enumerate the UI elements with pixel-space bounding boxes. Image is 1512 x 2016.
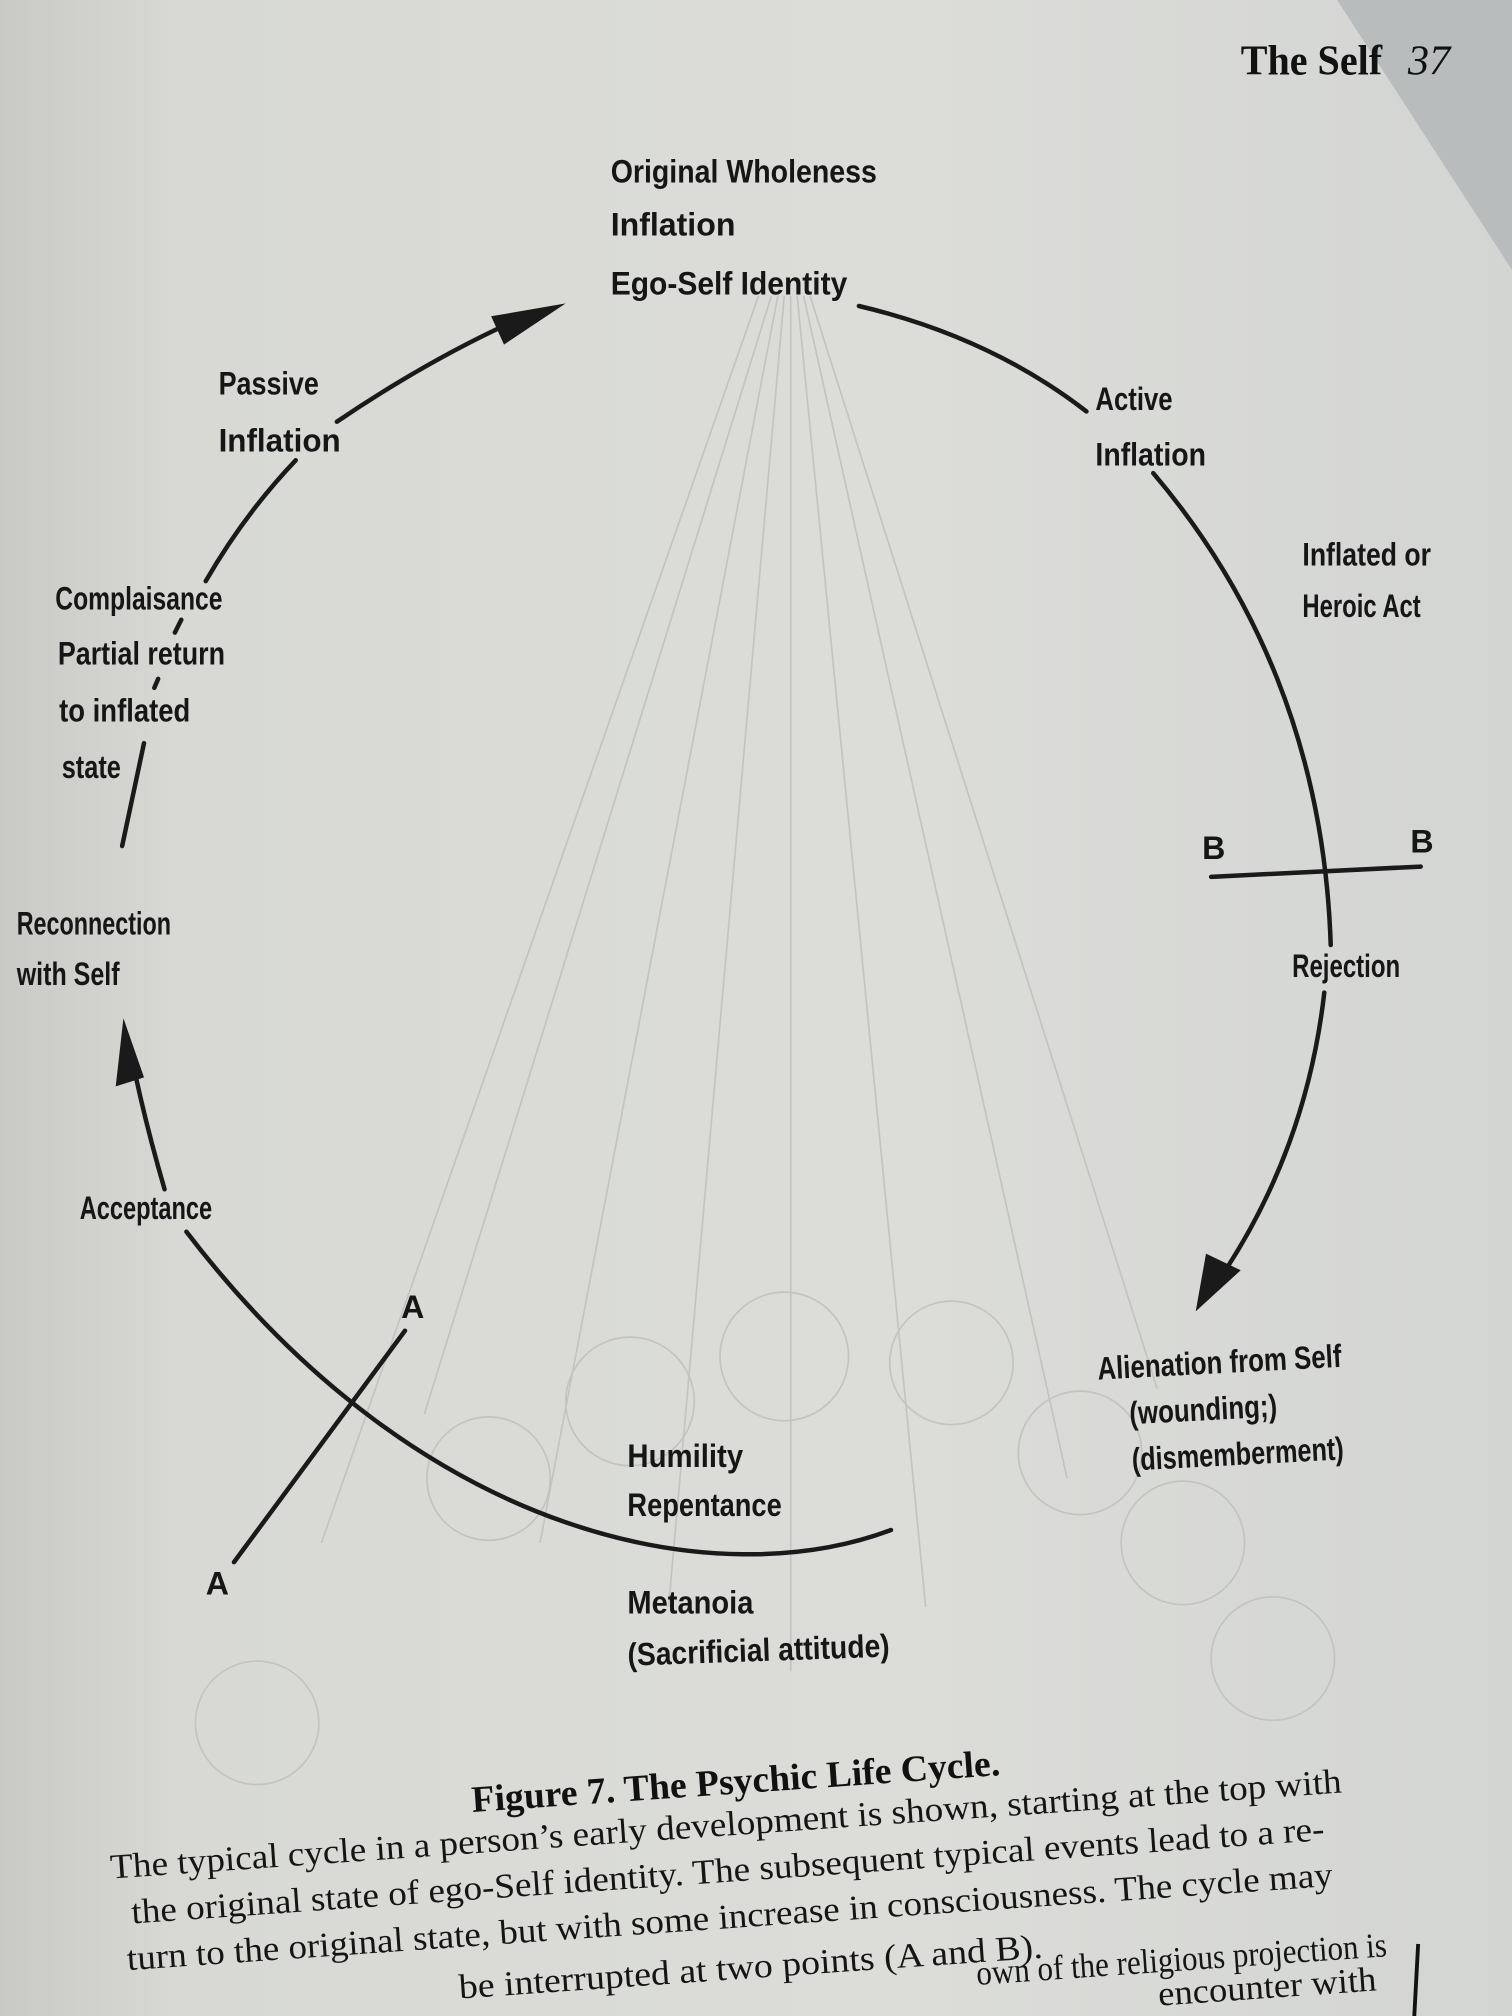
svg-text:Humility: Humility <box>627 1438 743 1474</box>
svg-text:with Self: with Self <box>16 956 120 992</box>
label-original-wholeness: Original Wholeness Inflation Ego-Self Id… <box>611 154 877 302</box>
running-head: The Self <box>1241 38 1383 85</box>
arrowhead-right-icon <box>491 303 566 345</box>
label-point-a-top: A <box>401 1289 424 1325</box>
svg-text:Complaisance: Complaisance <box>55 580 222 616</box>
label-complaisance: Complaisance Partial return to inflated … <box>55 580 225 784</box>
interruption-line-a <box>231 1328 408 1565</box>
svg-text:Inflation: Inflation <box>219 422 341 458</box>
label-acceptance: Acceptance <box>80 1190 212 1226</box>
label-reconnection: Reconnection with Self <box>16 906 171 992</box>
svg-text:Inflated or: Inflated or <box>1302 537 1431 573</box>
label-passive-inflation: Passive Inflation <box>219 366 341 459</box>
arrowhead-up-icon <box>115 1018 144 1087</box>
svg-text:state: state <box>62 749 121 785</box>
label-point-b-left: B <box>1202 830 1225 866</box>
arrowhead-down-icon <box>1195 1253 1241 1312</box>
margin-rule <box>1412 1943 1421 2016</box>
svg-text:Partial return: Partial return <box>58 636 225 672</box>
label-metanoia: Metanoia (Sacrificial attitude) <box>627 1585 890 1673</box>
svg-text:Repentance: Repentance <box>627 1487 781 1523</box>
label-heroic-act: Inflated or Heroic Act <box>1302 537 1431 624</box>
svg-text:Inflation: Inflation <box>611 206 736 242</box>
label-humility: Humility Repentance <box>627 1438 781 1523</box>
label-active-inflation: Active Inflation <box>1095 381 1206 472</box>
svg-text:Ego-Self Identity: Ego-Self Identity <box>611 265 848 301</box>
cycle-arcs <box>115 303 1423 1565</box>
page-number: 37 <box>1407 38 1452 85</box>
svg-text:Original Wholeness: Original Wholeness <box>611 154 877 190</box>
svg-text:Metanoia: Metanoia <box>627 1585 754 1621</box>
svg-text:Heroic Act: Heroic Act <box>1302 588 1421 624</box>
label-point-a-bottom: A <box>206 1565 229 1601</box>
svg-text:Inflation: Inflation <box>1095 436 1206 472</box>
page-corner-shadow <box>1337 0 1512 270</box>
interruption-line-b <box>1208 864 1423 880</box>
label-rejection: Rejection <box>1292 948 1400 984</box>
svg-text:(wounding;): (wounding;) <box>1128 1388 1278 1432</box>
svg-text:Reconnection: Reconnection <box>17 906 171 942</box>
svg-text:Passive: Passive <box>219 366 319 402</box>
svg-text:to inflated: to inflated <box>59 692 190 728</box>
label-point-b-right: B <box>1410 823 1433 859</box>
bleed-through-lines <box>194 295 1336 1786</box>
svg-text:Active: Active <box>1095 381 1172 417</box>
